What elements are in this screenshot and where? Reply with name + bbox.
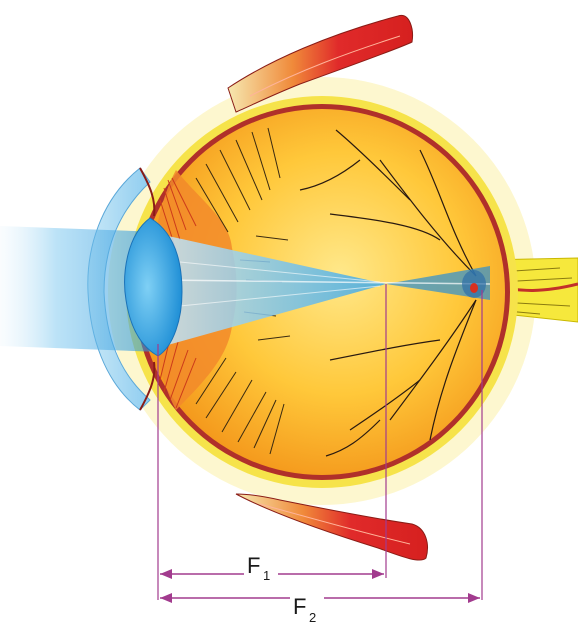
f2-dimension: F 2 [160, 593, 480, 626]
f2-subscript: 2 [309, 610, 316, 625]
f1-dimension: F 1 [160, 553, 384, 583]
f2-label: F [293, 594, 306, 619]
f1-subscript: 1 [263, 568, 270, 583]
f1-label: F [247, 553, 260, 578]
